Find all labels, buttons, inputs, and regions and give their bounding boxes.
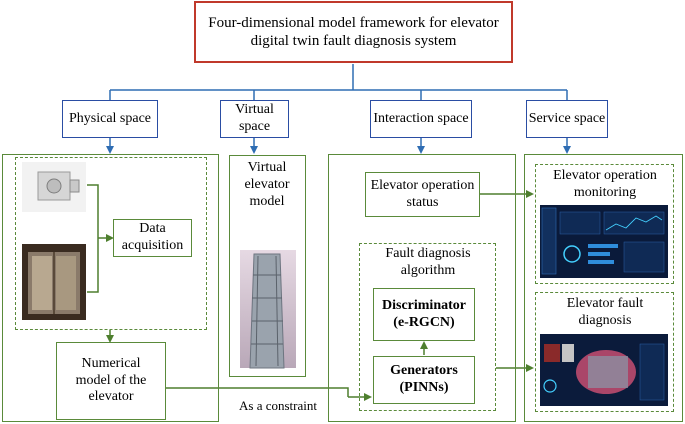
flow-connectors — [87, 184, 534, 401]
monitoring-dashboard-screenshot — [540, 205, 668, 278]
elevator-car-photo — [22, 244, 86, 320]
interaction-space-header: Interaction space — [370, 100, 472, 138]
diagram-title: Four-dimensional model framework for ele… — [194, 1, 513, 63]
service-space-header: Service space — [526, 100, 608, 138]
service-space-panel — [524, 154, 683, 422]
generators-box: Generators (PINNs) — [373, 356, 475, 404]
elevator-machine-photo — [22, 162, 86, 212]
virtual-elevator-render — [240, 250, 296, 369]
physical-space-panel — [2, 154, 219, 422]
physical-space-label: Physical space — [68, 110, 152, 126]
numerical-model-label: Numerical model of the elevator — [75, 355, 147, 405]
virtual-elevator-model-label: Virtual elevator model — [244, 160, 290, 209]
generators-label: Generators (PINNs) — [390, 363, 458, 395]
monitoring-label: Elevator operation monitoring — [553, 168, 657, 200]
physical-sensing-group — [15, 157, 207, 330]
discriminator-label: Discriminator (e-RGCN) — [382, 297, 466, 330]
constraint-label: As a constraint — [239, 398, 317, 413]
data-acquisition-label: Data acquisition — [121, 221, 184, 253]
operation-status-box: Elevator operation status — [365, 172, 480, 217]
fault-diagnosis-algorithm-group — [359, 243, 496, 411]
fault-diagnosis-group — [535, 292, 674, 412]
interaction-space-label: Interaction space — [373, 110, 469, 126]
physical-space-header: Physical space — [62, 100, 158, 138]
algorithm-title: Fault diagnosis algorithm — [385, 246, 471, 278]
discriminator-box: Discriminator (e-RGCN) — [373, 288, 475, 341]
virtual-space-panel — [229, 155, 306, 377]
monitoring-group — [535, 164, 674, 284]
data-acquisition-box: Data acquisition — [113, 219, 192, 257]
operation-status-label: Elevator operation status — [370, 177, 475, 210]
tree-connectors — [106, 64, 571, 154]
numerical-model-box: Numerical model of the elevator — [56, 342, 166, 420]
service-space-label: Service space — [528, 110, 606, 126]
fault-diagnosis-dashboard-screenshot — [540, 334, 668, 406]
virtual-space-header: Virtual space — [220, 100, 289, 138]
diagram-title-text: Four-dimensional model framework for ele… — [208, 15, 499, 49]
interaction-space-panel — [328, 154, 516, 422]
virtual-space-label: Virtual space — [235, 102, 274, 134]
fault-diagnosis-label: Elevator fault diagnosis — [566, 296, 644, 328]
